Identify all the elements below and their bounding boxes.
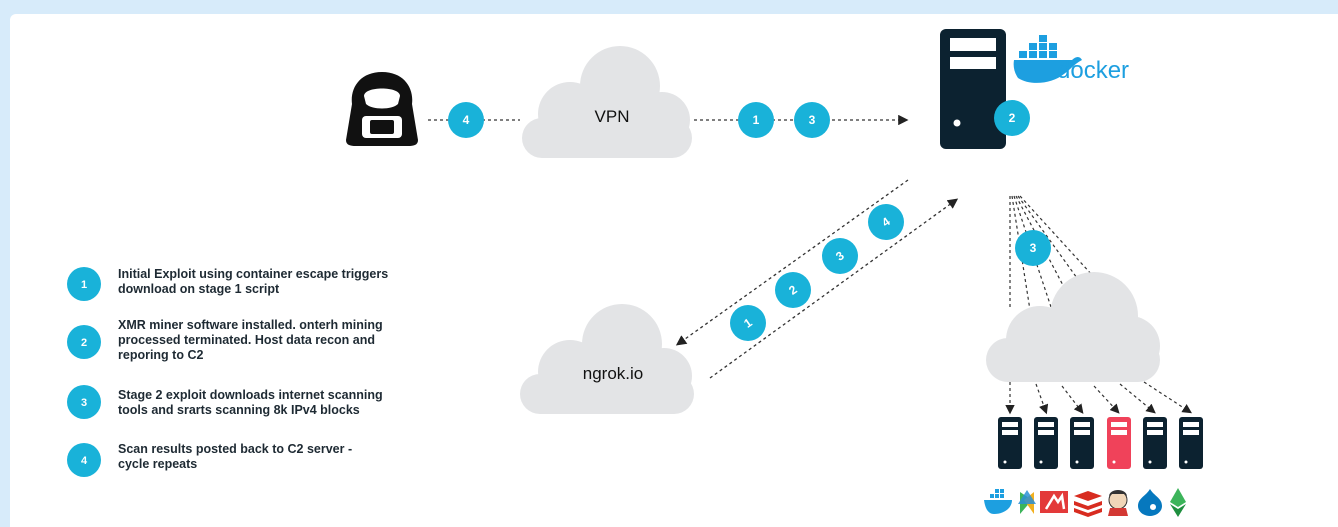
- badge-vpn-link-3: 3: [809, 113, 816, 127]
- legend-2-line-3: reporing to C2: [118, 348, 204, 362]
- redis-icon: [1074, 491, 1102, 517]
- legend-4-line-2: cycle repeats: [118, 457, 198, 471]
- legend-badge-1: 1: [81, 279, 87, 291]
- legend-1-line-1: Initial Exploit using container escape t…: [118, 267, 389, 281]
- jenkins-icon: [1108, 490, 1128, 516]
- docker-whale-icon: [1013, 35, 1082, 83]
- legend-2-line-2: processed terminated. Host data recon an…: [118, 333, 376, 347]
- badge-vpn-link-1: 1: [753, 113, 760, 127]
- legend-item-1: Initial Exploit using container escape t…: [118, 267, 438, 297]
- docker-wordmark: docker: [1057, 57, 1130, 84]
- drupal-icon: [1138, 489, 1162, 516]
- legend-badge-3: 3: [81, 397, 87, 409]
- target-arrows: [1005, 381, 1193, 415]
- legend-badge-4: 4: [81, 455, 88, 467]
- badge-host: 2: [1009, 111, 1016, 125]
- server-tower-icon: [940, 29, 1006, 149]
- legend-item-3: Stage 2 exploit downloads internet scann…: [118, 388, 438, 418]
- ngrok-cloud: [520, 304, 694, 414]
- badge-attacker-link: 4: [463, 113, 470, 127]
- target-server-4-highlighted: [1107, 417, 1131, 469]
- legend-item-4: Scan results posted back to C2 server - …: [118, 442, 438, 472]
- ethereum-icon: [1170, 488, 1186, 517]
- legend-badge-2: 2: [81, 337, 87, 349]
- step-badges: [448, 100, 1051, 341]
- legend-badges: [67, 267, 101, 477]
- badge-scan: 3: [1030, 241, 1037, 255]
- vpn-label: VPN: [594, 107, 630, 126]
- ngrok-to-host-link: [709, 198, 959, 379]
- ngrok-label: ngrok.io: [582, 364, 644, 383]
- target-server-6: [1179, 417, 1203, 469]
- kubernetes-icon: [1018, 490, 1036, 514]
- hooded-hacker-icon: [346, 72, 418, 146]
- target-server-1: [998, 417, 1022, 469]
- legend-1-line-2: download on stage 1 script: [118, 282, 280, 296]
- legend-item-2: XMR miner software installed. onterh min…: [118, 318, 438, 363]
- legend-3-line-2: tools and srarts scanning 8k IPv4 blocks: [118, 403, 360, 417]
- legend-4-line-1: Scan results posted back to C2 server -: [118, 442, 353, 456]
- legend-3-line-1: Stage 2 exploit downloads internet scann…: [118, 388, 383, 402]
- internet-cloud: [986, 272, 1160, 382]
- host-to-ngrok-link: [675, 179, 909, 346]
- legend-2-line-1: XMR miner software installed. onterh min…: [118, 318, 383, 332]
- docker-icon: [984, 489, 1012, 514]
- target-server-5: [1143, 417, 1167, 469]
- target-server-2: [1034, 417, 1058, 469]
- target-server-3: [1070, 417, 1094, 469]
- jira-icon: [1040, 491, 1068, 513]
- vpn-cloud: [522, 46, 692, 158]
